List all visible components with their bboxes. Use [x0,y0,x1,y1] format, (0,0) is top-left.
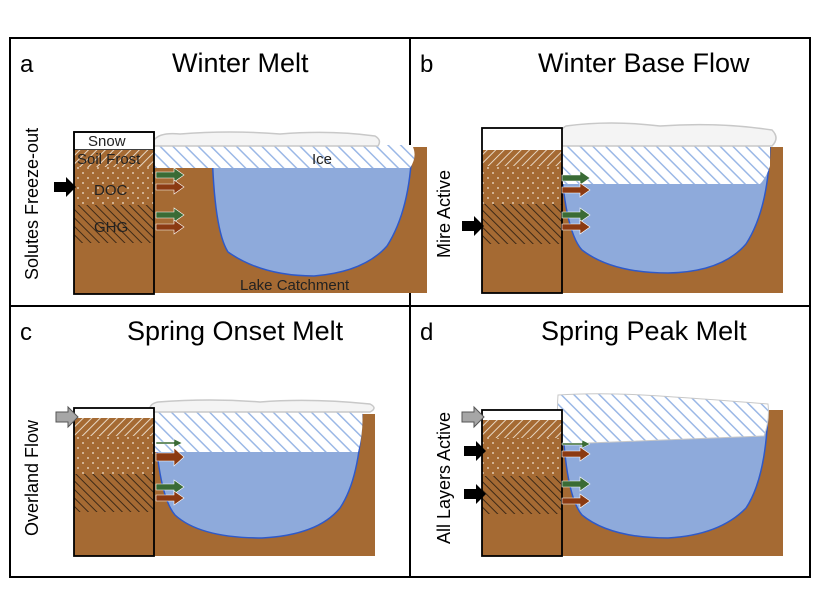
panel-a: a Winter Melt Solutes Freeze-out Snow So… [20,48,427,295]
snow-cover [153,131,381,147]
side-label: Solutes Freeze-out [22,128,42,280]
overland-flow-arrow-grey-icon [461,405,485,429]
panel-c: c Spring Onset Melt Overland Flow [20,316,375,557]
doc-flux-arrows-icon [561,170,591,198]
soil-column [481,409,563,557]
soil-frost-label: Soil Frost [77,151,141,168]
panel-title: Winter Base Flow [538,48,750,78]
ice-sheet [154,410,363,452]
doc-label: DOC [94,182,128,199]
doc-flux-arrows-icon [155,438,185,467]
snow-cover [559,122,777,147]
catchment-label: Lake Catchment [240,277,350,294]
panel-title: Winter Melt [172,48,309,78]
soil-column [481,127,563,294]
ice-sheet [154,145,415,168]
doc-flux-arrows-icon [561,439,591,462]
ice-sheet [557,393,769,445]
ghg-flux-arrows-icon [561,207,591,235]
doc-flux-arrows-icon [155,167,185,195]
panel-letter: a [20,51,34,78]
side-label: Mire Active [434,170,454,258]
overland-flow-arrow-grey-icon [55,405,79,429]
panel-title: Spring Onset Melt [127,316,344,346]
soil-column [73,131,155,295]
side-label: All Layers Active [434,412,454,544]
ghg-flux-arrows-icon [155,479,185,506]
snow-cover [148,399,375,413]
ghg-flux-arrows-icon [155,207,185,235]
lake-basin [152,146,427,293]
panel-frame-d [409,305,811,578]
side-label: Overland Flow [22,419,42,536]
snow-label: Snow [88,133,126,150]
ghg-flux-arrows-icon [561,476,591,509]
soil-column [73,407,155,557]
panel-letter: b [420,51,433,78]
inflow-arrow-black-icon [464,441,486,504]
panel-b: b Winter Base Flow Mire Active [420,48,783,294]
panel-letter: d [420,319,433,346]
ice-label: Ice [312,151,332,168]
panel-letter: c [20,319,32,346]
ghg-label: GHG [94,219,128,236]
inflow-arrow-black-icon [54,177,76,197]
panel-d: d Spring Peak Melt All Layers Active [420,316,783,557]
inflow-arrow-black-icon [462,216,484,236]
panel-title: Spring Peak Melt [541,316,747,346]
ice-sheet [562,140,770,184]
